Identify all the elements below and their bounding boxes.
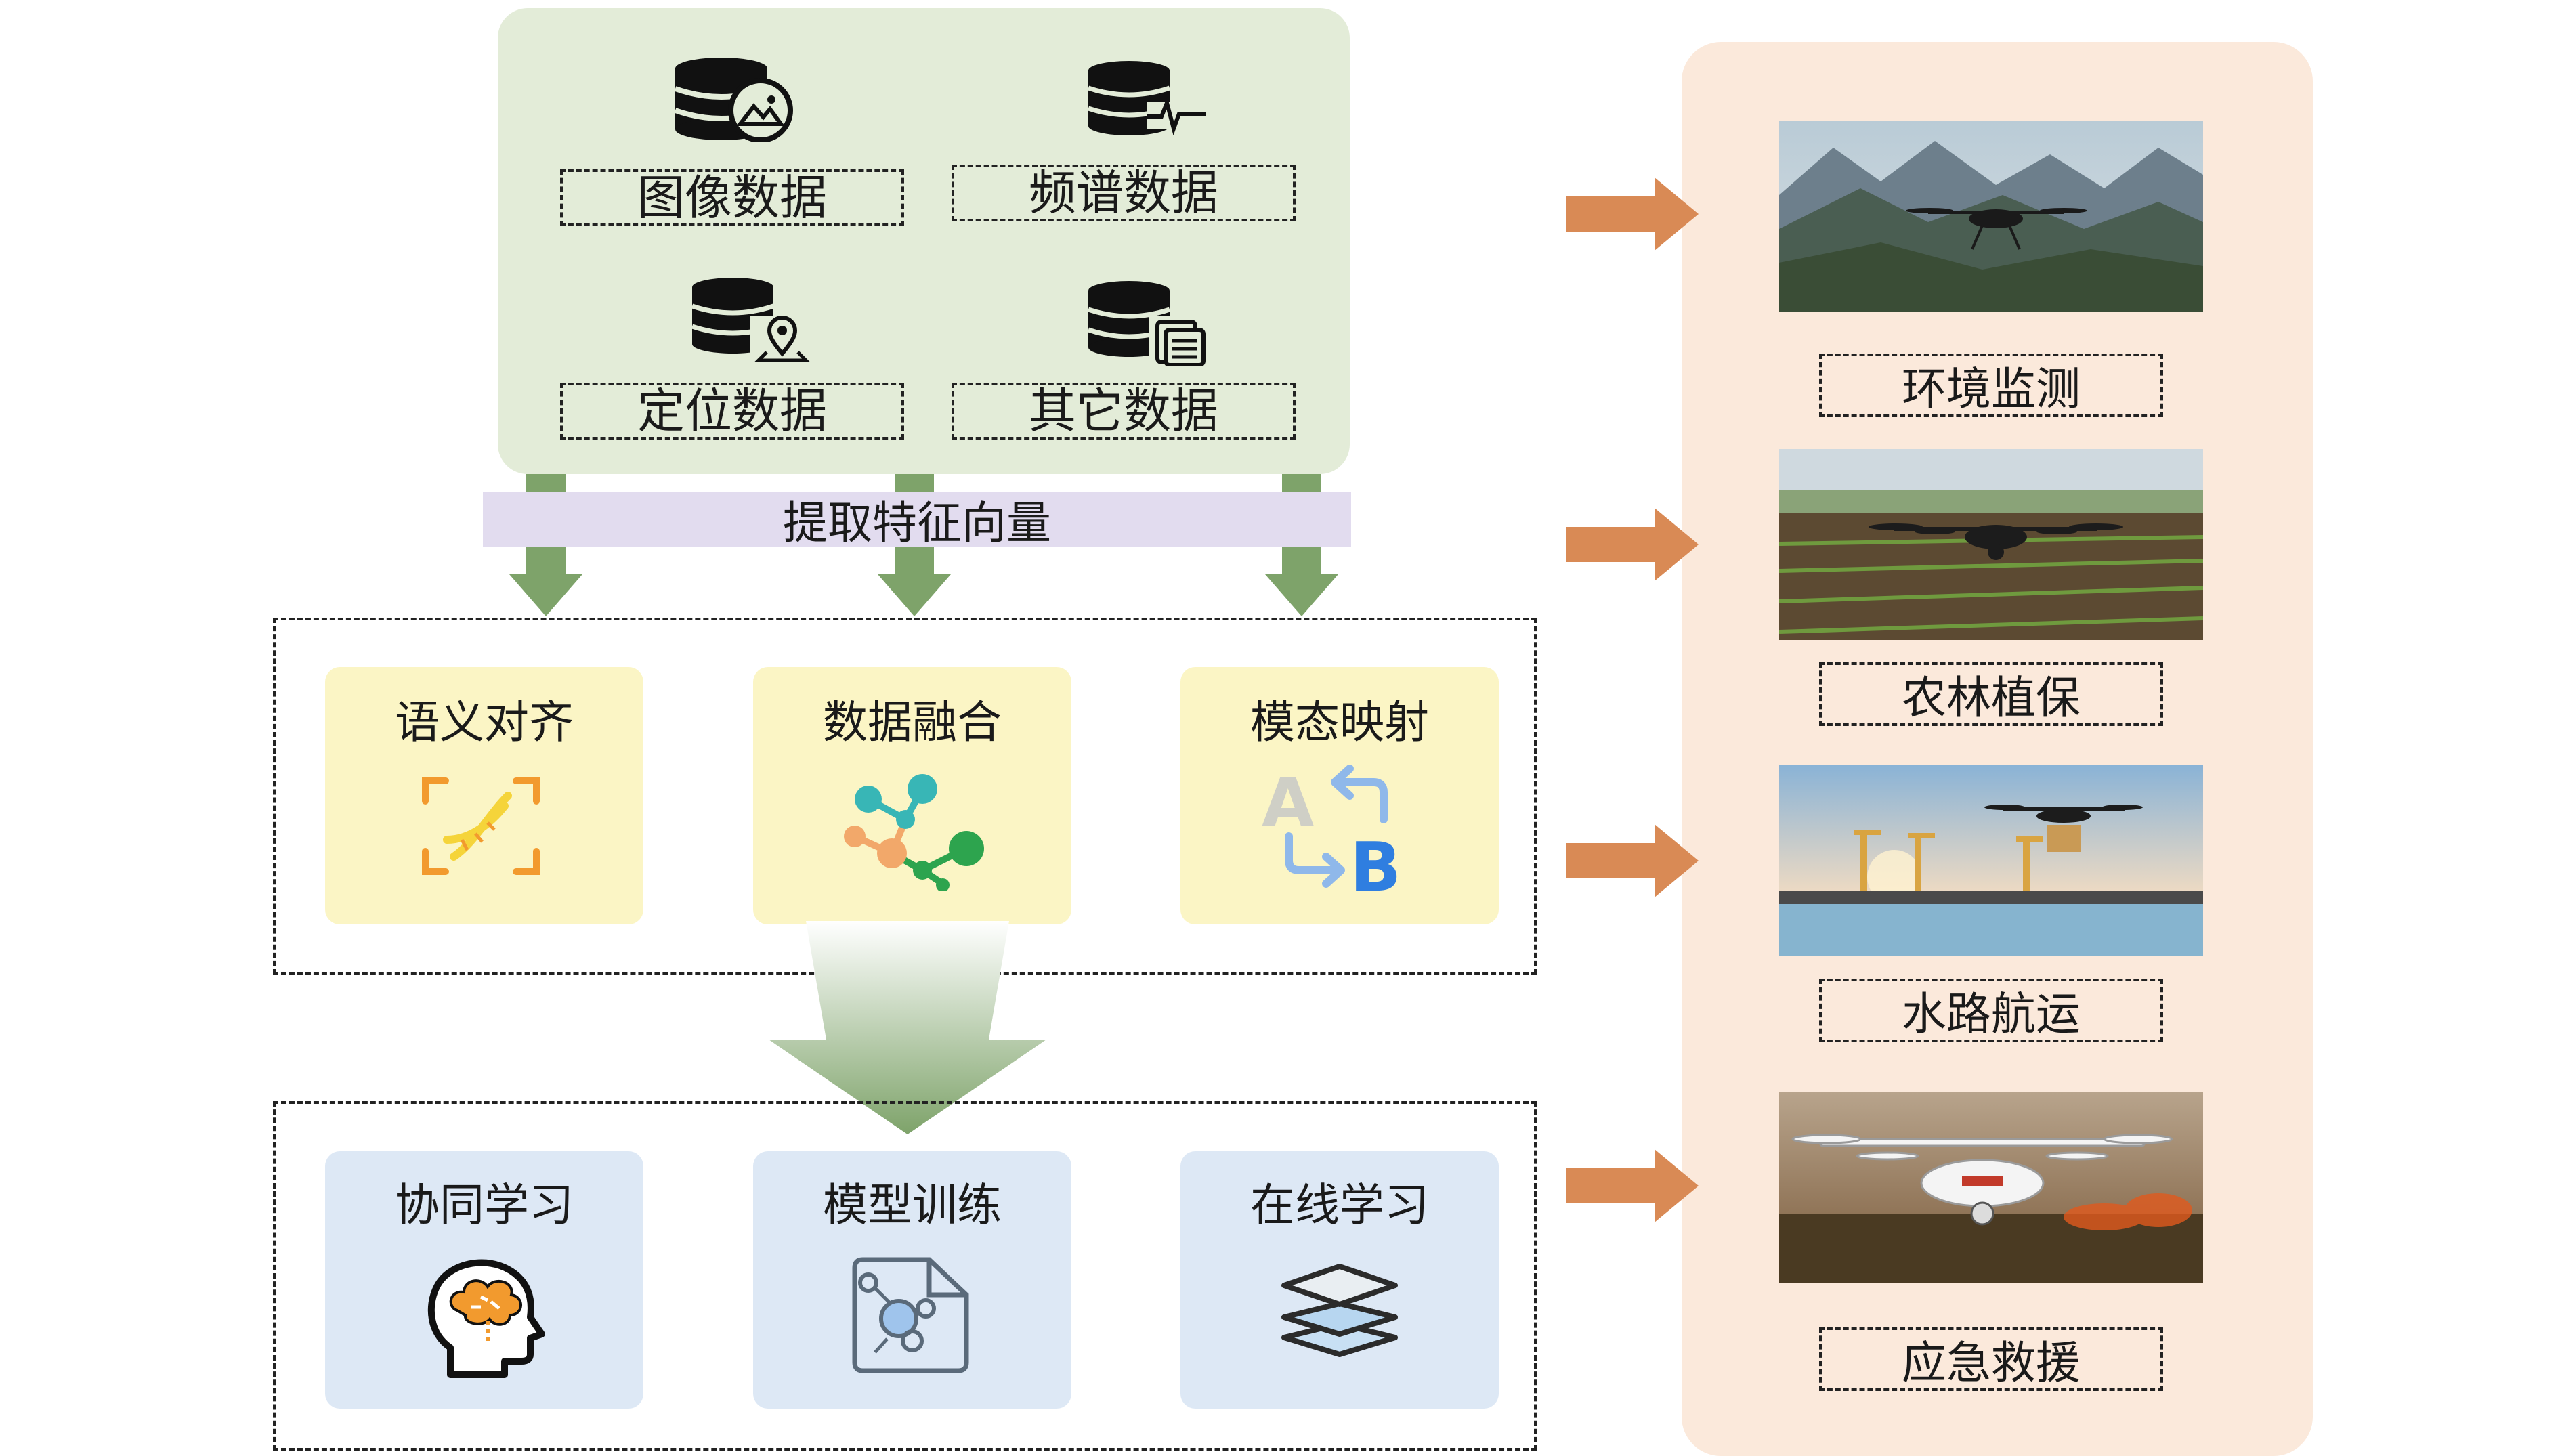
location-data-label: 定位数据 <box>560 383 904 440</box>
big-green-down-arrow <box>769 921 1046 1134</box>
letter-a: A <box>1262 765 1314 842</box>
other-data-label: 其它数据 <box>952 383 1296 440</box>
layers-icon <box>1281 1264 1398 1357</box>
semantic-alignment-card: 语义对齐 <box>325 667 643 924</box>
waterway-shipping-label: 水路航运 <box>1819 979 2163 1042</box>
semantic-alignment-title: 语义对齐 <box>395 696 574 748</box>
dna-scan-icon <box>422 777 540 875</box>
letter-b: B <box>1350 828 1401 894</box>
environment-monitoring-label: 环境监测 <box>1819 354 2163 417</box>
modal-mapping-card: 模态映射 A B <box>1180 667 1499 924</box>
modal-mapping-title: 模态映射 <box>1250 696 1429 748</box>
spectrum-database-icon <box>1087 61 1208 136</box>
data-fusion-title: 数据融合 <box>823 696 1002 748</box>
learning-methods-group <box>273 1101 1537 1451</box>
environment-monitoring-photo <box>1779 121 2203 312</box>
online-learning-card: 在线学习 <box>1180 1151 1499 1409</box>
emergency-rescue-label: 应急救援 <box>1819 1327 2163 1391</box>
image-database-icon <box>674 58 793 142</box>
collaborative-learning-card: 协同学习 <box>325 1151 643 1409</box>
emergency-rescue-photo <box>1779 1092 2203 1283</box>
extract-feature-vector-bar: 提取特征向量 <box>483 492 1351 549</box>
collaborative-learning-title: 协同学习 <box>395 1179 574 1231</box>
data-fusion-card: 数据融合 <box>753 667 1071 924</box>
online-learning-title: 在线学习 <box>1250 1179 1429 1231</box>
brain-head-icon <box>427 1259 545 1378</box>
image-data-label: 图像数据 <box>560 169 904 226</box>
model-file-icon <box>852 1257 969 1373</box>
agriculture-forestry-label: 农林植保 <box>1819 662 2163 726</box>
waterway-photo <box>1779 765 2203 956</box>
agriculture-photo <box>1779 449 2203 640</box>
a-to-b-mapping-icon: A B <box>1262 765 1401 894</box>
data-sources-panel <box>498 8 1350 474</box>
network-nodes-icon <box>844 774 984 891</box>
model-training-title: 模型训练 <box>823 1179 1002 1231</box>
model-training-card: 模型训练 <box>753 1151 1071 1409</box>
other-database-icon <box>1087 281 1208 366</box>
location-database-icon <box>691 278 813 362</box>
spectrum-data-label: 频谱数据 <box>952 165 1296 221</box>
